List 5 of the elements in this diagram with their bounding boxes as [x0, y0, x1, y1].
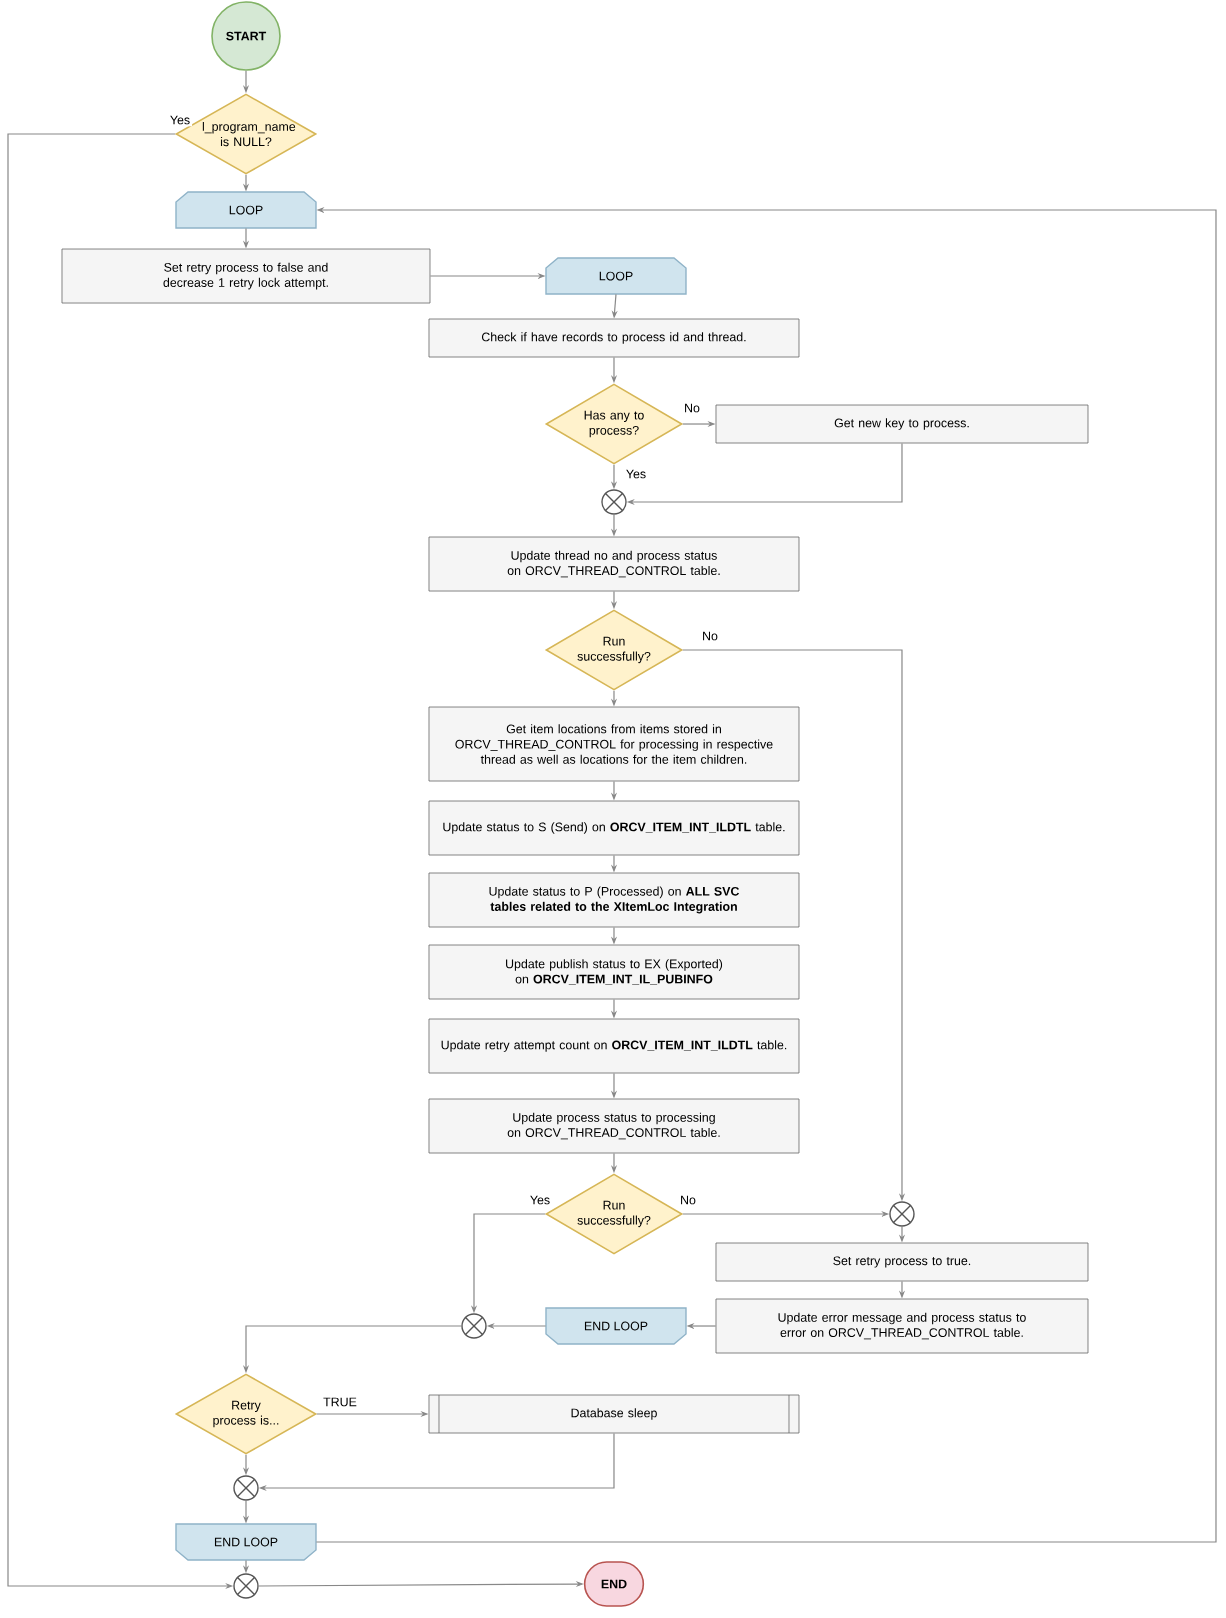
merge-circle: [601, 489, 627, 515]
merge-circle: [461, 1313, 487, 1339]
merge-circle: [233, 1475, 259, 1501]
merge-circle: [889, 1201, 915, 1227]
merge-circle: [233, 1573, 259, 1599]
